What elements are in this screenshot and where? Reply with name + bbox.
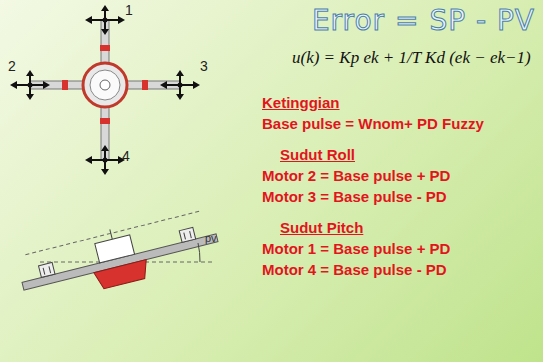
pd-formula: u(k) = Kp ek + 1/T Kd (ek − ek−1) — [292, 48, 531, 68]
control-equation: Motor 4 = Base pulse - PD — [262, 261, 447, 278]
control-equation: Motor 1 = Base pulse + PD — [262, 240, 450, 257]
motor-number: 2 — [8, 58, 16, 74]
control-equation: Motor 3 = Base pulse - PD — [262, 188, 447, 205]
control-equation: Motor 2 = Base pulse + PD — [262, 167, 450, 184]
motor-number: 1 — [125, 2, 133, 18]
section-heading: Ketinggian — [262, 94, 340, 111]
motor-number: 3 — [200, 58, 208, 74]
title: Error = SP - PV — [312, 4, 535, 37]
section-heading: Sudut Roll — [280, 146, 355, 163]
motor-number: 4 — [122, 148, 130, 164]
angle-label: pv — [205, 232, 217, 244]
control-equation: Base pulse = Wnom+ PD Fuzzy — [262, 115, 484, 132]
section-heading: Sudut Pitch — [280, 219, 363, 236]
